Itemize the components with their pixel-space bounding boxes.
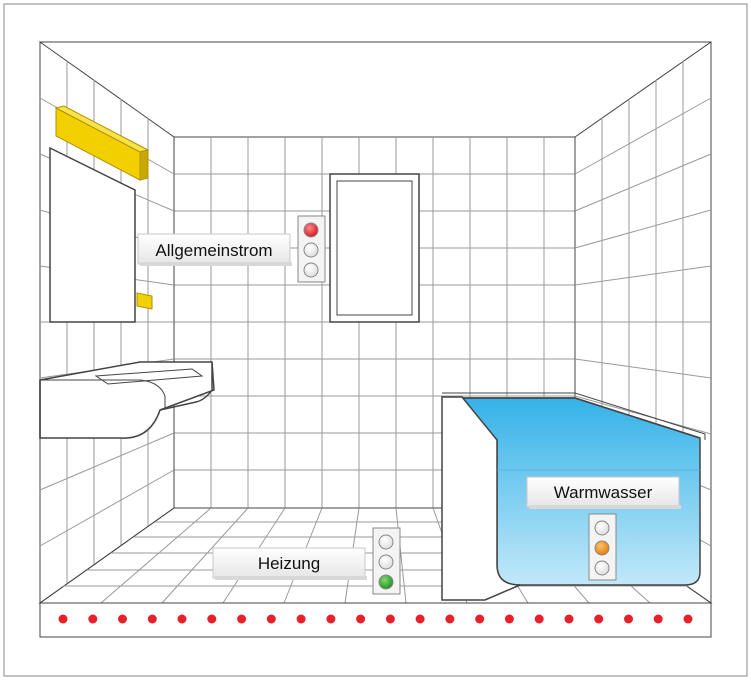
heating-label: Heizung xyxy=(212,547,367,580)
floor-heating-dot xyxy=(475,614,485,624)
indicator-lamp-top xyxy=(594,520,610,536)
floor-heating-dot xyxy=(237,614,247,624)
general-power-label-text: Allgemeinstrom xyxy=(155,241,272,260)
hot-water-label-text: Warmwasser xyxy=(554,483,653,502)
floor-heating-dot xyxy=(594,614,604,624)
general-power-indicator xyxy=(297,215,326,283)
floor-heating-dot xyxy=(58,614,68,624)
floor-heating-dot xyxy=(624,614,633,624)
indicator-lamp-top xyxy=(303,222,319,238)
floor-heating-dot xyxy=(88,614,98,624)
sink xyxy=(39,361,215,439)
indicator-lamp-bottom xyxy=(303,262,319,278)
floor-heating-dot xyxy=(296,614,306,624)
floor-heating-dot xyxy=(356,614,366,624)
hot-water-label: Warmwasser xyxy=(526,476,681,509)
floor-heating-dot xyxy=(385,614,395,624)
floor-heating-dot xyxy=(504,614,514,624)
indicator-lamp-middle xyxy=(378,554,394,570)
floor-heating-dot xyxy=(415,614,425,624)
indicator-lamp-bottom xyxy=(378,574,394,590)
indicator-lamp-middle xyxy=(303,242,319,258)
floor-heating-dot xyxy=(564,614,574,624)
heating-indicator xyxy=(372,527,401,595)
window xyxy=(329,173,420,323)
floor-heating-dot xyxy=(118,614,127,624)
floor-heating-dot xyxy=(445,614,455,624)
floor-heating-dot xyxy=(653,614,663,624)
hot-water-indicator xyxy=(588,513,617,581)
floor-heating-dots xyxy=(58,614,693,624)
general-power-label: Allgemeinstrom xyxy=(137,233,292,266)
indicator-lamp-top xyxy=(378,534,394,550)
floor-heating-dot xyxy=(147,614,157,624)
floor-heating-dot xyxy=(177,614,187,624)
indicator-lamp-bottom xyxy=(594,560,610,576)
floor-heating-dot xyxy=(207,614,217,624)
floor-heating-dot xyxy=(326,614,336,624)
light-switch-icon xyxy=(136,292,153,310)
floor-heating-dot xyxy=(534,614,544,624)
mirror-cabinet xyxy=(49,146,136,323)
floor-heating-dot xyxy=(683,614,693,624)
indicator-lamp-middle xyxy=(594,540,610,556)
floor-heating-dot xyxy=(266,614,276,624)
heating-label-text: Heizung xyxy=(258,554,320,573)
lamp-icon xyxy=(54,105,150,181)
floor-baseboard xyxy=(39,602,712,638)
